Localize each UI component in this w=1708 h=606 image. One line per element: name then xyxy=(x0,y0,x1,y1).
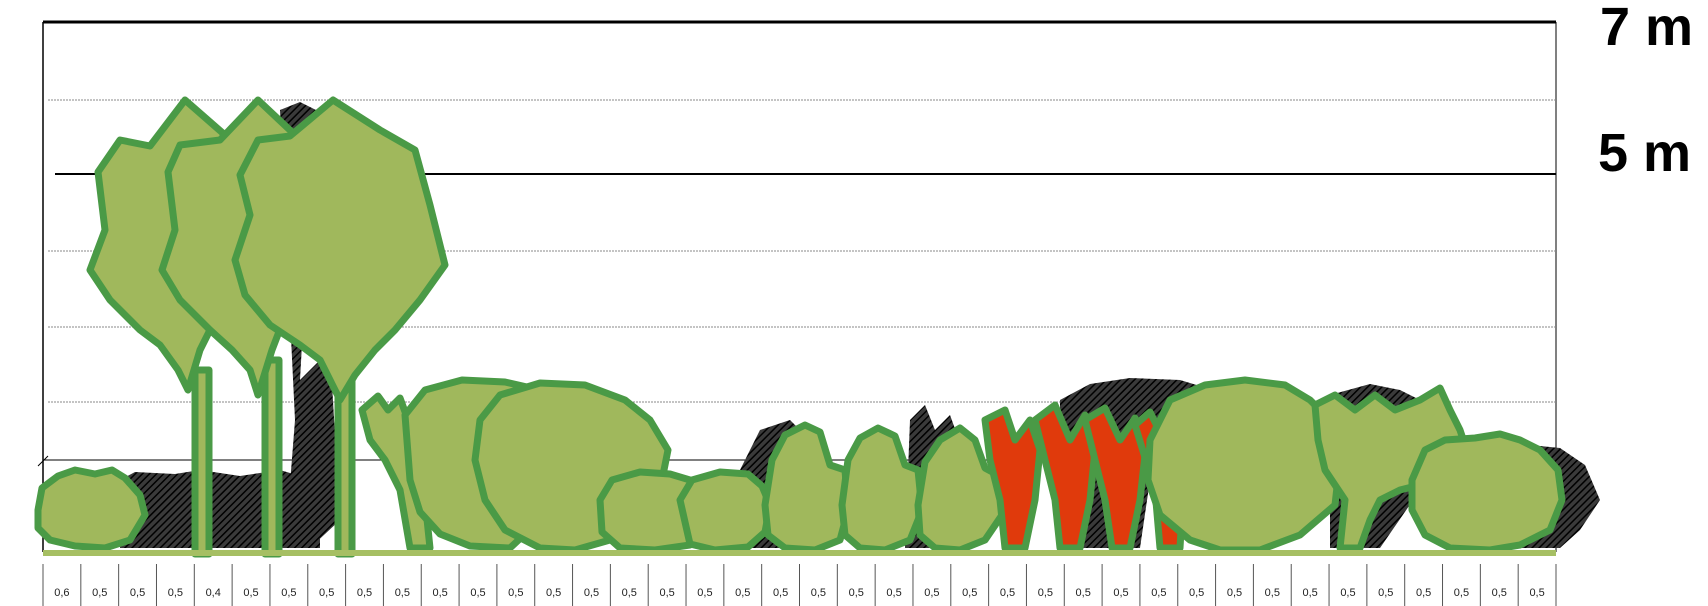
spacing-label: 0,5 xyxy=(1416,587,1431,599)
red-shrub xyxy=(981,406,1044,552)
low-shrub xyxy=(676,468,774,554)
spacing-label: 0,5 xyxy=(622,587,637,599)
spacing-label: 0,5 xyxy=(395,587,410,599)
round-shrub xyxy=(1144,376,1344,554)
shrub xyxy=(34,466,149,552)
spacing-label: 0,4 xyxy=(206,587,221,599)
tree-trunk xyxy=(261,356,283,558)
spacing-label: 0,5 xyxy=(357,587,372,599)
spacing-label: 0,5 xyxy=(1000,587,1015,599)
spacing-label: 0,5 xyxy=(659,587,674,599)
spacing-label: 0,5 xyxy=(1378,587,1393,599)
spacing-label: 0,5 xyxy=(1302,587,1317,599)
height-label-7m: 7 m xyxy=(1600,0,1694,57)
spacing-label: 0,5 xyxy=(1038,587,1053,599)
spacing-label: 0,5 xyxy=(92,587,107,599)
spacing-label: 0,5 xyxy=(433,587,448,599)
spacing-label: 0,5 xyxy=(281,587,296,599)
spacing-label: 0,5 xyxy=(168,587,183,599)
spacing-label: 0,5 xyxy=(886,587,901,599)
red-shrub xyxy=(1031,401,1099,552)
gridline-tick xyxy=(37,455,49,467)
tall-tree xyxy=(231,96,449,404)
spacing-label: 0,5 xyxy=(962,587,977,599)
spacing-label: 0,5 xyxy=(584,587,599,599)
spacing-label: 0,5 xyxy=(1492,587,1507,599)
spacing-label: 0,5 xyxy=(1113,587,1128,599)
spacing-label: 0,6 xyxy=(54,587,69,599)
spacing-label: 0,5 xyxy=(546,587,561,599)
spacing-label: 0,5 xyxy=(1529,587,1544,599)
spacing-label: 0,5 xyxy=(1151,587,1166,599)
spacing-scale: 0,6 0,5 0,5 0,5 0,4 0,5 0,5 0,5 0,5 0,5 0,5 0,5 0,5 0… xyxy=(42,564,1557,606)
spacing-label: 0,5 xyxy=(508,587,523,599)
spacing-label: 0,5 xyxy=(470,587,485,599)
pointed-shrub xyxy=(761,421,852,554)
pointed-shrub xyxy=(838,424,926,554)
spacing-label: 0,5 xyxy=(697,587,712,599)
spacing-label: 0,5 xyxy=(811,587,826,599)
spacing-label: 0,5 xyxy=(924,587,939,599)
red-shrub xyxy=(1081,404,1149,552)
vegetation-layer xyxy=(34,96,1566,558)
spacing-label: 0,5 xyxy=(1227,587,1242,599)
spacing-label: 0,5 xyxy=(773,587,788,599)
spacing-label: 0,5 xyxy=(243,587,258,599)
spacing-label: 0,5 xyxy=(1076,587,1091,599)
low-shrub xyxy=(1408,430,1566,554)
spacing-label: 0,5 xyxy=(130,587,145,599)
height-label-5m: 5 m xyxy=(1598,123,1692,183)
spacing-label: 0,5 xyxy=(319,587,334,599)
spacing-label: 0,5 xyxy=(1265,587,1280,599)
tree-trunk xyxy=(191,366,213,558)
spacing-label: 0,5 xyxy=(735,587,750,599)
spacing-label: 0,5 xyxy=(849,587,864,599)
spacing-label: 0,5 xyxy=(1189,587,1204,599)
spacing-label: 0,5 xyxy=(1340,587,1355,599)
spacing-label: 0,5 xyxy=(1454,587,1469,599)
